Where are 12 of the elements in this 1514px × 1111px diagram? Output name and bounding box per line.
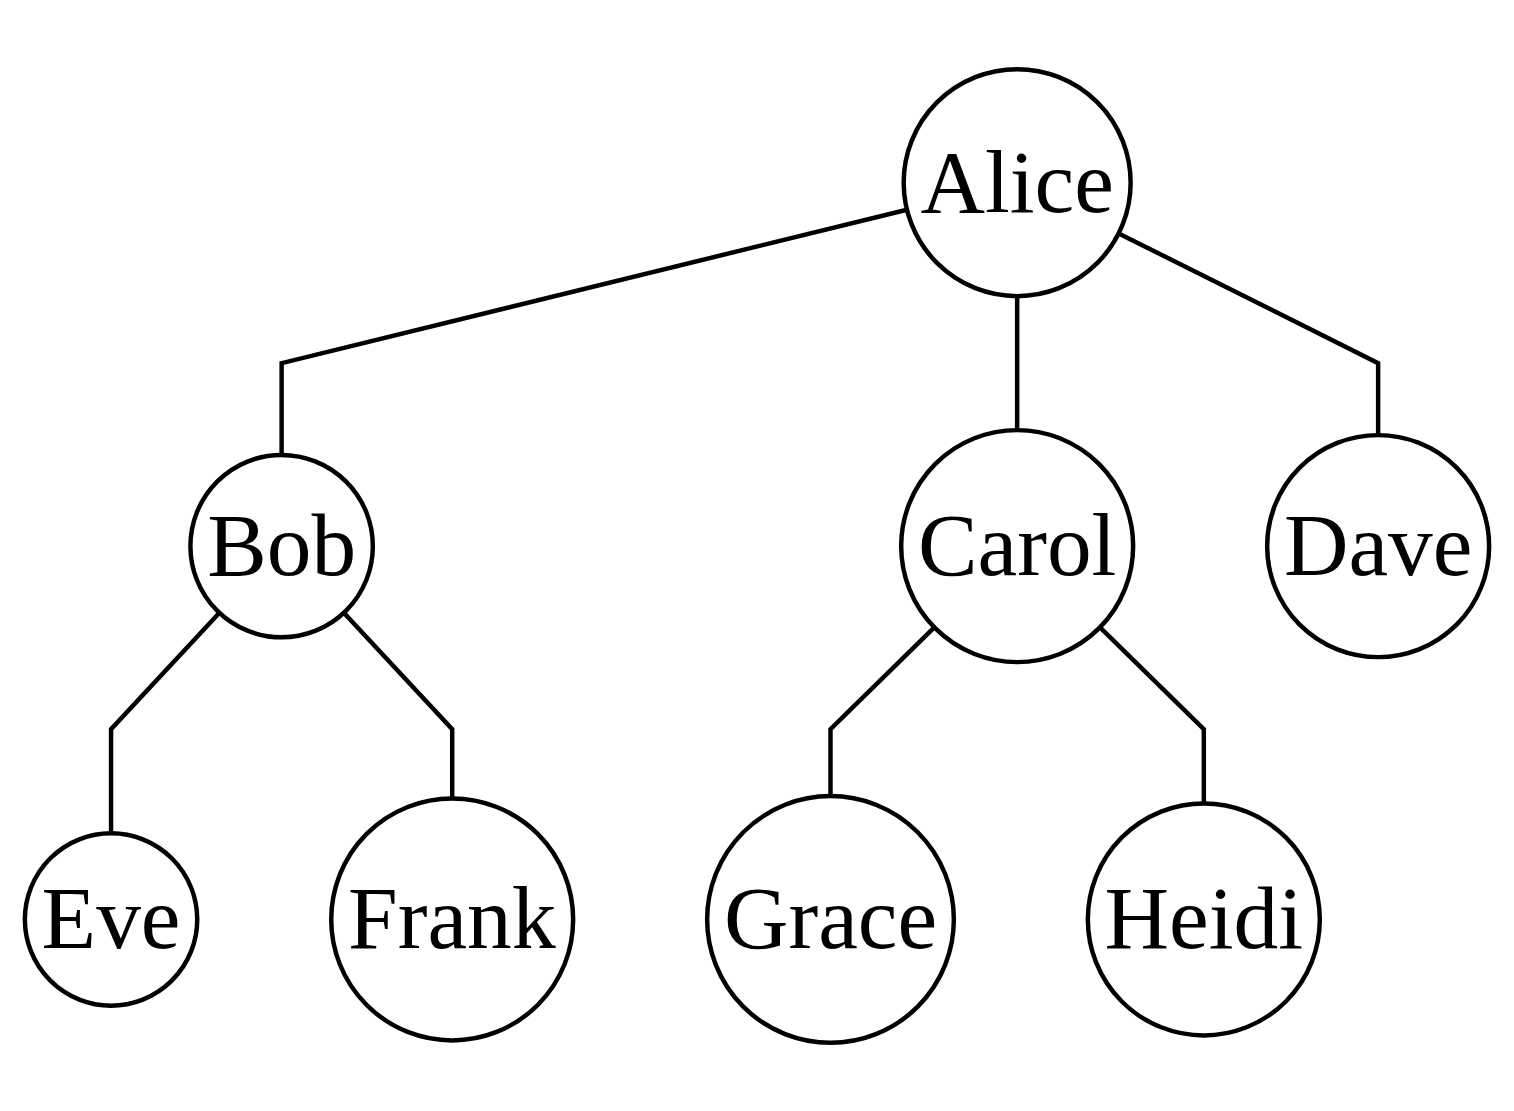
node-circle: Frank [329,795,576,1043]
connector [108,610,222,833]
node-circle: Heidi [1085,800,1323,1038]
connector [342,610,455,798]
node-circle: Grace [704,793,957,1045]
node-circle: Dave [1264,432,1492,659]
node-circle: Bob [188,452,376,640]
connector [1098,625,1207,803]
node-circle: Alice [901,66,1133,298]
connector [828,625,936,796]
node-circle: Carol [898,427,1136,664]
node-circle: Eve [22,830,200,1008]
